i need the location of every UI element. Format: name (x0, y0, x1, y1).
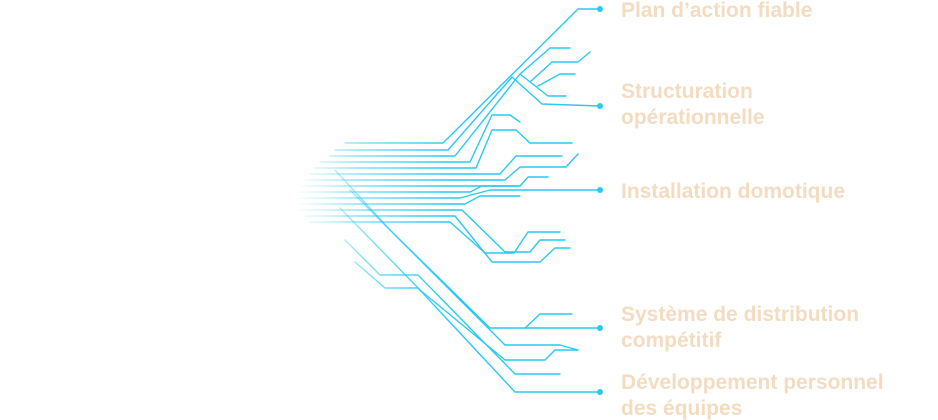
trace (297, 195, 521, 205)
trace (304, 215, 571, 263)
label-installation-domotique: Installation domotique (621, 180, 845, 203)
node-dot (597, 6, 603, 12)
node-dot (597, 103, 603, 109)
trace (297, 185, 519, 193)
node-dot (597, 389, 603, 395)
trace (334, 76, 601, 151)
trace (339, 207, 579, 361)
trace (519, 47, 571, 75)
label-structuration: Structuration opérationnelle (621, 80, 765, 129)
trace (299, 176, 549, 187)
node-dot (597, 325, 603, 331)
trace (344, 8, 601, 144)
trace (304, 153, 579, 181)
node-dot (597, 187, 603, 193)
trace (529, 51, 591, 83)
label-systeme-distribution: Système de distribution compétitif (621, 303, 860, 352)
trace (344, 239, 561, 375)
trace (537, 73, 576, 87)
label-plan-action: Plan d’action fiable (621, 0, 813, 22)
trace (334, 169, 601, 329)
trace (309, 155, 563, 175)
trace (349, 189, 579, 351)
trace (295, 189, 601, 199)
label-developpement-personnel: Développement personnel des équipes (621, 371, 884, 420)
trace (319, 114, 521, 163)
trace (314, 129, 573, 169)
trace (524, 313, 573, 329)
trace (354, 261, 601, 393)
trace (309, 221, 561, 254)
trace (299, 209, 566, 253)
